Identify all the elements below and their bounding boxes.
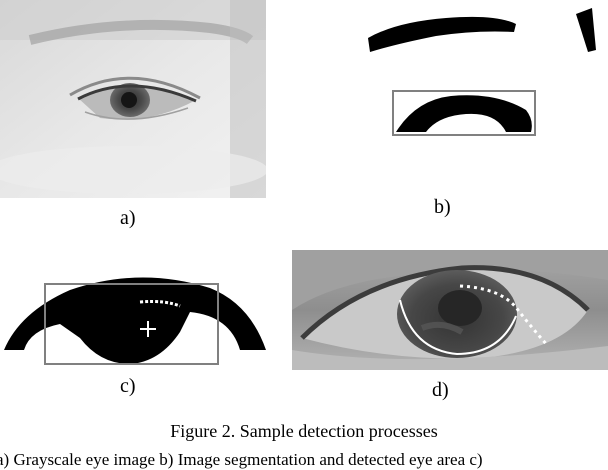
- panel-a-label: a): [120, 207, 136, 229]
- panel-d-iris-contour-image: [292, 250, 608, 370]
- figure-caption: Figure 2. Sample detection processes: [170, 421, 438, 441]
- panel-b-label: b): [434, 196, 451, 218]
- panel-c-label: c): [120, 375, 136, 397]
- panel-b-segmentation-image: [356, 0, 608, 150]
- panel-d-label: d): [432, 379, 449, 401]
- panel-c-eye-center-image: [0, 272, 270, 367]
- panel-a-grayscale-eye-image: [0, 0, 266, 198]
- figure-subcaption: a) Grayscale eye image b) Image segmenta…: [0, 450, 483, 469]
